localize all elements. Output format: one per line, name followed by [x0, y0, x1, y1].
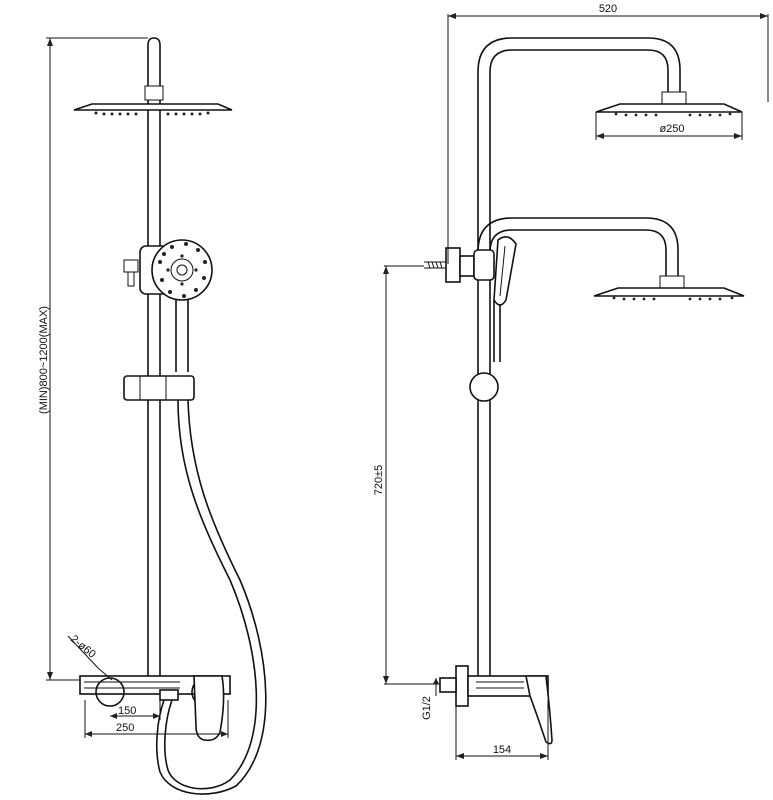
lower-shower-arm: [477, 217, 745, 301]
side-dimensions: [383, 13, 769, 760]
hand-shower-front: [123, 239, 213, 372]
width-520-label: 520: [599, 3, 617, 15]
height-range-label: (MIN)800~1200(MAX): [38, 306, 50, 414]
mixer-shelf-front: [79, 675, 231, 742]
hand-shower-side: [424, 236, 517, 402]
dim-150-label: 150: [118, 705, 136, 717]
mixer-side: [439, 665, 553, 745]
overhead-shower-head-front: [73, 103, 233, 116]
front-view: (MIN)800~1200(MAX) 2-ø60 150 250: [38, 37, 267, 795]
thread-label: G1/2: [421, 696, 433, 720]
hole-diameter-label: 2-ø60: [68, 633, 98, 661]
depth-154-label: 154: [493, 744, 511, 756]
dim-250-label: 250: [116, 722, 134, 734]
riser-pipe: [144, 37, 164, 690]
overhead-shower-head-side-upper: [595, 103, 743, 117]
shower-hose: [156, 399, 267, 795]
side-view: 520 ø250 720±5 G1/2 154: [373, 3, 769, 760]
front-dimensions: [46, 37, 229, 738]
slide-bracket: [123, 375, 195, 401]
height-720-label: 720±5: [373, 465, 385, 496]
head-diameter-label: ø250: [659, 123, 684, 135]
